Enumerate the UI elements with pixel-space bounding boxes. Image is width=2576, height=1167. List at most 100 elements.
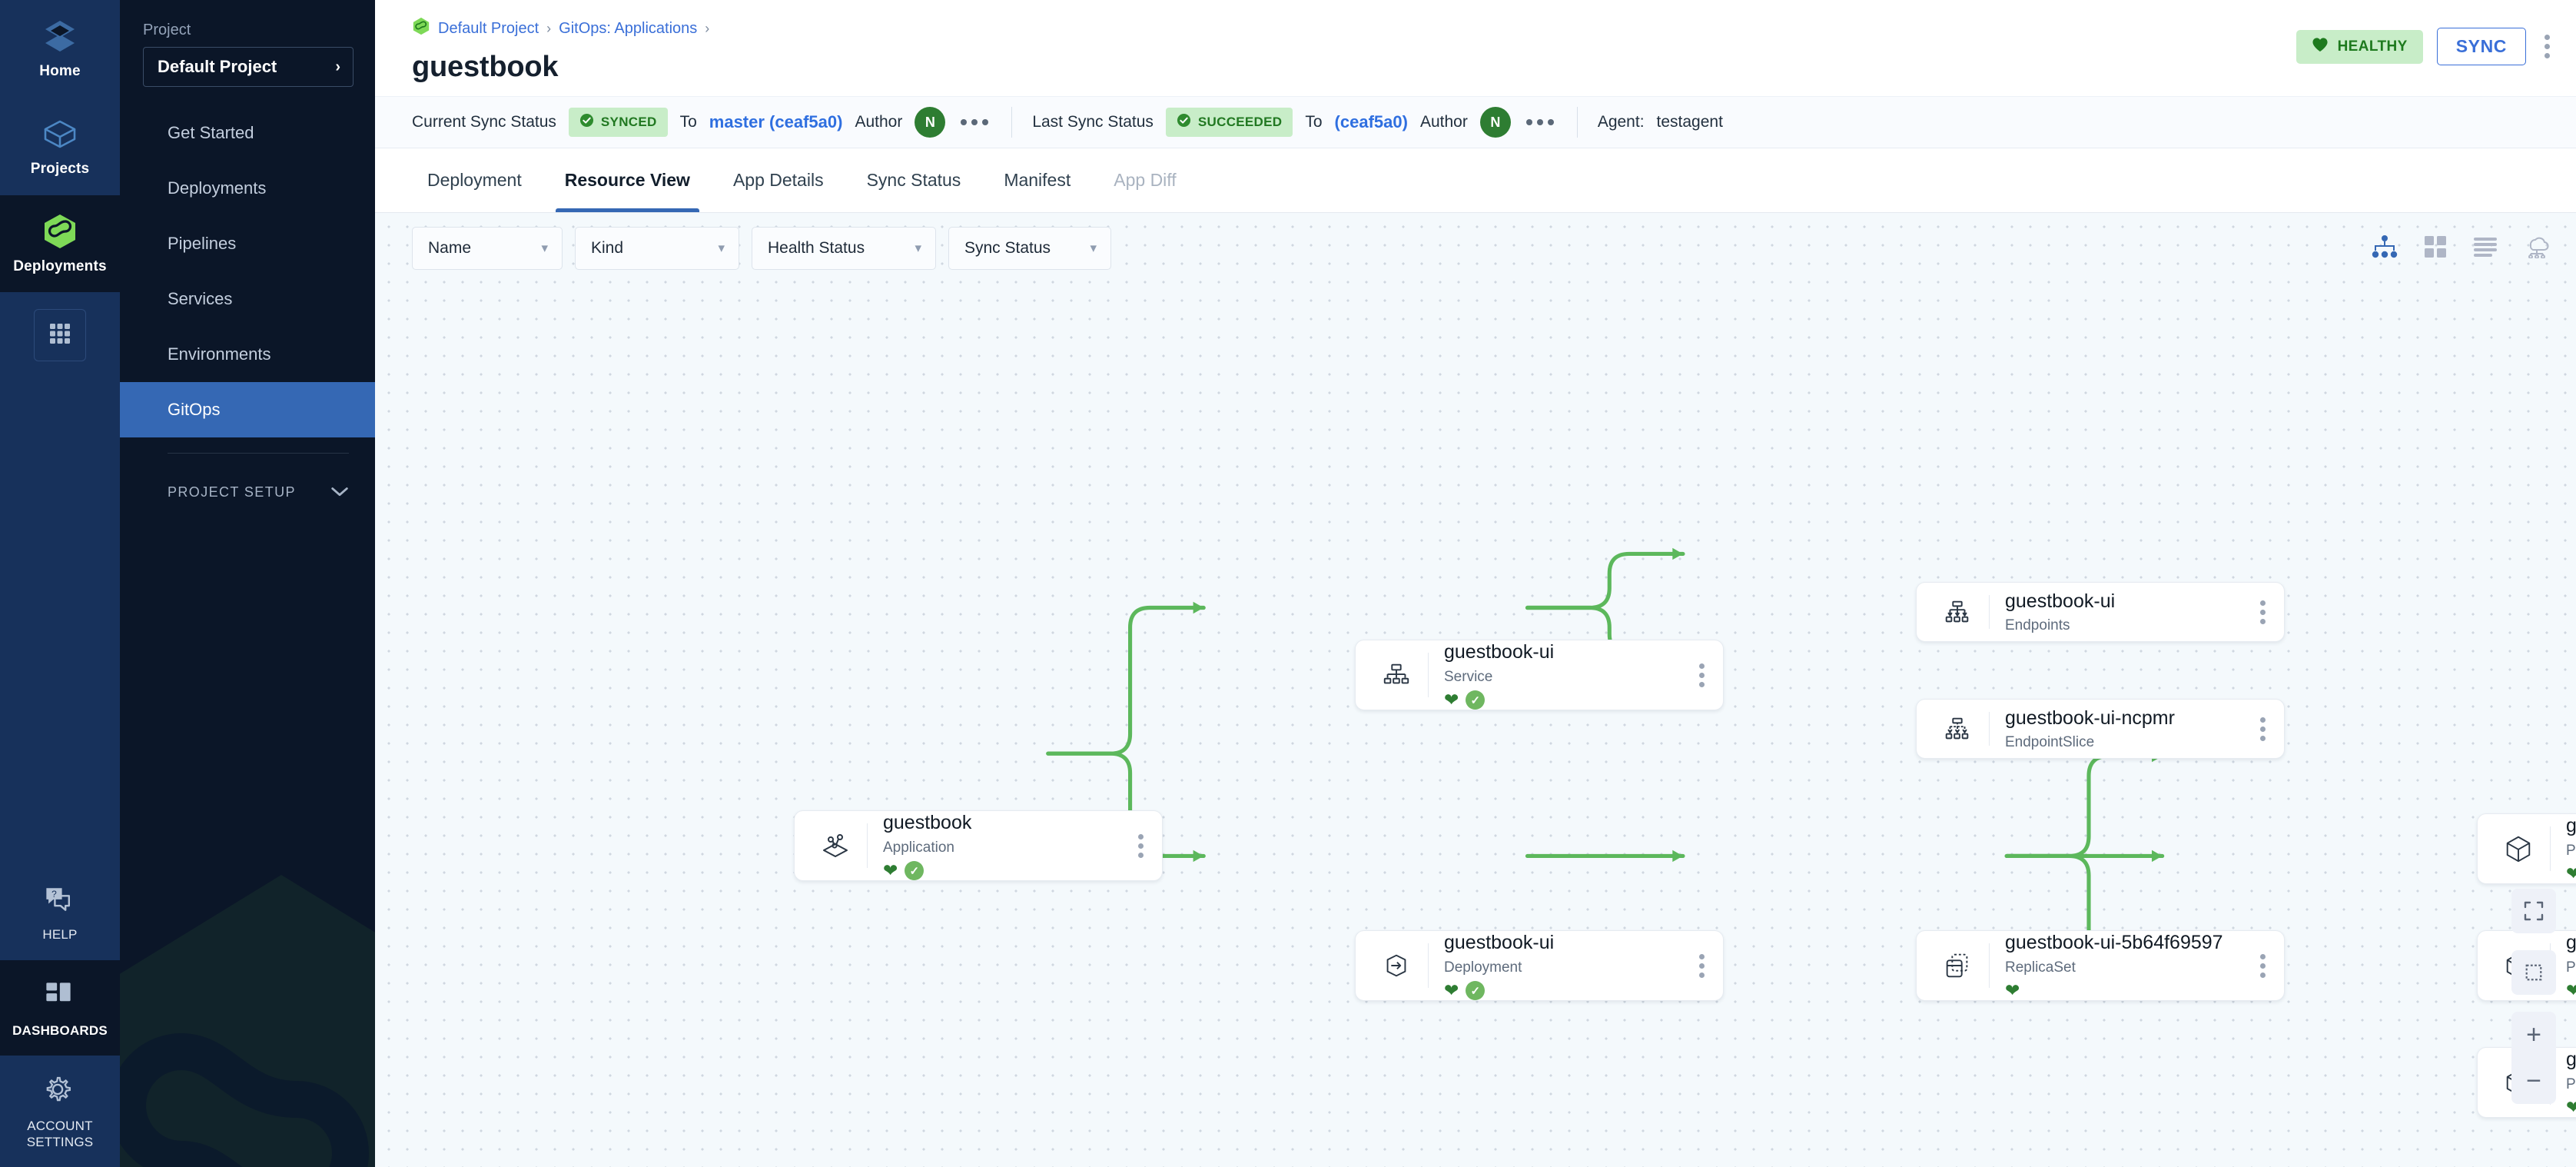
sidebar-item-gitops[interactable]: GitOps [120,382,375,437]
node-name: guestbook-ui [1444,641,1555,663]
filter-name[interactable]: Name ▾ [412,227,563,270]
node-name: guestbook-ui-5b64f6959… [2566,815,2576,837]
filter-kind[interactable]: Kind ▾ [575,227,739,270]
sync-button[interactable]: SYNC [2436,28,2526,65]
graph-node-application[interactable]: guestbook Application ❤ ✓ [794,810,1163,881]
node-more-menu[interactable] [1695,659,1709,692]
zoom-in-icon[interactable]: + [2511,1012,2556,1058]
rail-item-projects[interactable]: Projects [0,97,120,195]
node-badges: ❤ ✓ [1444,981,1687,1001]
graph-node-replicaset[interactable]: guestbook-ui-5b64f69597 ReplicaSet ❤ [1916,930,2285,1001]
primary-nav-rail: Home Projects Deployments [0,0,120,1167]
zoom-out-icon[interactable]: − [2511,1058,2556,1104]
sidebar-item-get-started[interactable]: Get Started [120,105,375,161]
rail-item-help[interactable]: ? HELP [0,864,120,960]
heart-icon: ❤ [2005,980,2020,1001]
last-sync-status-chip: SUCCEEDED [1165,108,1293,137]
last-sync-more-menu[interactable] [1523,113,1557,131]
sidebar-menu: Get Started Deployments Pipelines Servic… [120,105,375,437]
tab-resource-view[interactable]: Resource View [543,148,712,212]
header-more-menu[interactable] [2540,30,2554,63]
tab-manifest[interactable]: Manifest [982,148,1092,212]
tab-deployment[interactable]: Deployment [412,148,543,212]
last-author-label: Author [1419,113,1468,131]
heart-icon: ❤ [2566,863,2576,884]
select-area-icon[interactable] [2511,950,2556,995]
tree-view-icon[interactable] [2372,234,2398,262]
zoom-in-glyph: + [2526,1020,2541,1049]
check-circle-icon [1177,113,1191,131]
graph-node-pod[interactable]: guestbook-ui-5b64f6959… Pod ❤ [2477,813,2576,884]
node-more-menu[interactable] [2256,596,2270,629]
sidebar-item-services[interactable]: Services [120,271,375,327]
node-body: guestbook-ui-5b64f6959… Pod ❤ [2566,803,2576,893]
current-sync-status-label: Current Sync Status [412,113,556,131]
rail-item-dashboards[interactable]: DASHBOARDS [0,959,120,1056]
sidebar-item-pipelines[interactable]: Pipelines [120,216,375,271]
sync-status-bar: Current Sync Status SYNCED To master (ce… [375,96,2576,148]
node-name: guestbook-ui-5b64f69597 [2005,932,2223,954]
chevron-down-icon: ▾ [541,241,548,255]
rail-item-account-settings[interactable]: ACCOUNT SETTINGS [0,1056,120,1167]
graph-node-service[interactable]: guestbook-ui Service ❤ ✓ [1355,640,1724,710]
node-kind: ReplicaSet [2005,959,2076,976]
current-revision-link[interactable]: master (ceaf5a0) [709,112,843,131]
node-more-menu[interactable] [2256,949,2270,982]
heart-icon: ❤ [883,860,898,881]
app-grid-button[interactable] [34,309,86,362]
zoom-in-out-group: + − [2511,1012,2556,1104]
graph-node-endpoints[interactable]: guestbook-ui Endpoints [1916,582,2285,642]
node-name: guestbook-ui [2005,590,2116,612]
harness-infinity-icon [412,17,430,40]
filter-sync-label: Sync Status [964,239,1051,257]
node-more-menu[interactable] [1695,949,1709,982]
resource-graph-canvas[interactable]: Name ▾ Kind ▾ Health Status ▾ Sync Statu… [375,213,2576,1167]
tab-bar: Deployment Resource View App Details Syn… [375,148,2576,213]
filter-sync-status[interactable]: Sync Status ▾ [948,227,1111,270]
grid-view-icon[interactable] [2424,235,2447,262]
list-view-icon[interactable] [2473,237,2498,261]
view-mode-toggle-group [2372,234,2550,262]
gear-icon [41,1072,79,1111]
network-view-icon[interactable] [2524,235,2550,262]
sidebar-section-project-setup[interactable]: PROJECT SETUP [120,474,375,510]
rail-label-dashboards: DASHBOARDS [12,1022,108,1038]
node-body: guestbook Application ❤ ✓ [883,800,1126,890]
node-body: guestbook-ui Service ❤ ✓ [1444,630,1687,720]
last-sync-status-label: Last Sync Status [1032,113,1154,131]
node-name: guestbook [883,812,972,834]
node-name: guestbook-ui-ncpmr [2005,707,2175,729]
chevron-right-icon: › [335,58,340,75]
check-circle-icon: ✓ [1466,981,1486,1001]
sidebar-item-deployments[interactable]: Deployments [120,161,375,216]
filter-health-status[interactable]: Health Status ▾ [752,227,936,270]
rail-spacer [0,381,120,865]
graph-node-endpointslice[interactable]: guestbook-ui-ncpmr EndpointSlice [1916,699,2285,759]
sidebar-divider [168,453,349,454]
breadcrumb-item-gitops-applications[interactable]: GitOps: Applications [559,19,698,37]
rail-item-deployments[interactable]: Deployments [0,194,120,293]
project-sidebar: Project Default Project › Get Started De… [120,0,375,1167]
app-grid-icon [48,322,71,349]
last-revision-link[interactable]: (ceaf5a0) [1334,112,1408,131]
rail-item-home[interactable]: Home [0,0,120,98]
current-author-label: Author [855,113,903,131]
current-sync-more-menu[interactable] [958,113,991,131]
node-kind: Deployment [1444,959,1522,976]
heart-icon: ❤ [2566,980,2576,1001]
breadcrumb-item-default-project[interactable]: Default Project [438,19,539,37]
sidebar-item-environments[interactable]: Environments [120,327,375,382]
tab-sync-status[interactable]: Sync Status [845,148,983,212]
tab-app-details[interactable]: App Details [712,148,845,212]
node-kind: Pod [2566,959,2576,976]
status-badge-healthy: HEALTHY [2295,29,2423,64]
decorative-watermark [120,875,375,1167]
page-header: Default Project › GitOps: Applications ›… [375,0,2576,84]
graph-node-deployment[interactable]: guestbook-ui Deployment ❤ ✓ [1355,930,1724,1001]
fit-screen-icon[interactable] [2511,889,2556,933]
node-more-menu[interactable] [2256,713,2270,746]
project-selector[interactable]: Default Project › [143,47,354,87]
node-more-menu[interactable] [1134,830,1148,863]
check-circle-icon: ✓ [905,861,925,881]
filter-name-label: Name [428,239,472,257]
